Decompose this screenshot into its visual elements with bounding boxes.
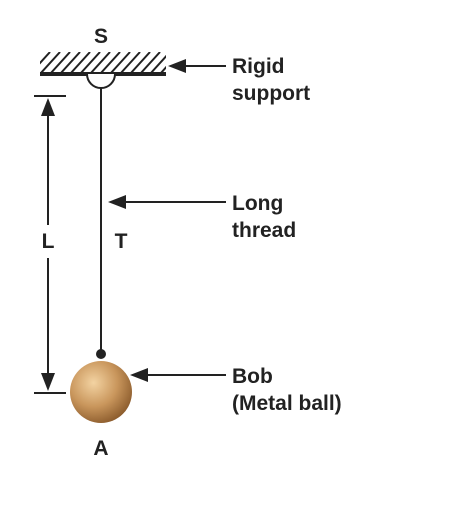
callout-rigid: Rigid bbox=[232, 55, 285, 78]
callout-support: support bbox=[232, 82, 310, 105]
callout-thread: thread bbox=[232, 219, 296, 242]
support-point-label: S bbox=[94, 25, 108, 48]
length-arrow-up bbox=[41, 98, 55, 116]
thread-knot bbox=[96, 349, 106, 359]
length-label: L bbox=[42, 230, 55, 253]
length-dimension bbox=[34, 95, 66, 394]
callout-bob: Bob bbox=[232, 365, 273, 388]
bob-metal-ball bbox=[70, 361, 132, 423]
support-hatching bbox=[40, 52, 166, 74]
callout-metal-ball: (Metal ball) bbox=[232, 392, 342, 415]
rigid-support bbox=[40, 52, 166, 89]
bob-point-label: A bbox=[93, 437, 108, 460]
callout-long: Long bbox=[232, 192, 283, 215]
thread-pointer-arrow bbox=[108, 195, 226, 209]
suspension-hook bbox=[86, 73, 116, 89]
tension-label: T bbox=[115, 230, 128, 253]
bob-pointer-arrow bbox=[130, 368, 226, 382]
length-arrow-down bbox=[41, 373, 55, 391]
support-pointer-arrow bbox=[168, 59, 226, 73]
